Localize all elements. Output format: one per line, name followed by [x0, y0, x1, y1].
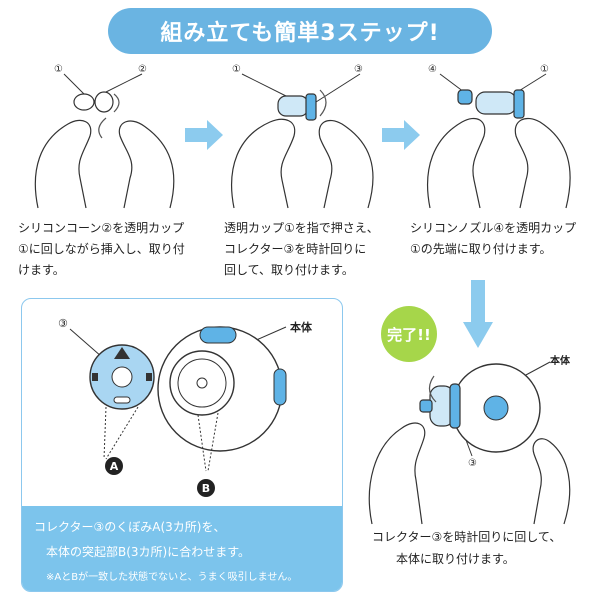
- complete-label-3: ③: [468, 458, 477, 469]
- step-1-illustration: ① ②: [20, 60, 190, 210]
- step-3-label-4: ④: [428, 64, 437, 75]
- marker-b: B: [197, 479, 215, 497]
- step-2-caption-line: 回して、取り付けます。: [224, 263, 354, 277]
- marker-a: A: [105, 457, 123, 475]
- step-3-caption-line: ①の先端に取り付けます。: [410, 242, 552, 256]
- step-2-label-3: ③: [354, 64, 363, 75]
- step-3-caption: シリコンノズル④を透明カップ ①の先端に取り付けます。: [410, 218, 596, 260]
- step-2-caption: 透明カップ①を指で押さえ、 コレクター③を時計回りに 回して、取り付けます。: [224, 218, 394, 281]
- step-3-caption-line: シリコンノズル④を透明カップ: [410, 221, 577, 235]
- step-2-caption-line: コレクター③を時計回りに: [224, 242, 367, 256]
- step-3-illustration: ④ ①: [418, 60, 588, 210]
- step-arrow-2: [382, 120, 420, 150]
- step-1-label-2: ②: [138, 64, 147, 75]
- step-1-caption-line: けます。: [18, 263, 65, 277]
- down-arrow: [463, 280, 493, 348]
- complete-caption: コレクター③を時計回りに回して、 本体に取り付けます。: [372, 526, 592, 570]
- complete-caption-line: 本体に取り付けます。: [396, 552, 515, 566]
- step-1-caption-line: ①に回しながら挿入し、取り付: [18, 242, 185, 256]
- alignment-note: コレクター③のくぼみA(3カ所)を、 本体の突起部B(3カ所)に合わせます。 ※…: [22, 506, 342, 591]
- step-2-illustration: ① ③: [220, 60, 390, 210]
- step-1-label-1: ①: [54, 64, 63, 75]
- step-arrow-1: [185, 120, 223, 150]
- note-line-3: ※AとBが一致した状態でないと、うまく吸引しません。: [46, 572, 298, 583]
- step-1-caption: シリコンコーン②を透明カップ ①に回しながら挿入し、取り付 けます。: [18, 218, 198, 281]
- alignment-panel: ③ 本体 A B コレクター③のくぼみA(3カ所)を、 本体の突起部B(3カ所)…: [21, 298, 343, 592]
- complete-label-body: 本体: [550, 356, 570, 367]
- step-2-label-1: ①: [232, 64, 241, 75]
- completed-hands-icon: [368, 361, 571, 525]
- step-2-hands-icon: [231, 73, 374, 209]
- panel-label-body: 本体: [290, 321, 312, 334]
- step-1-hands-icon: [34, 73, 175, 209]
- complete-badge: 完了!!: [381, 306, 437, 362]
- step-3-hands-icon: [426, 73, 571, 209]
- step-2-caption-line: 透明カップ①を指で押さえ、: [224, 221, 379, 235]
- alignment-diagram-icon: [69, 326, 287, 472]
- completed-illustration: 本体 ③: [364, 346, 594, 526]
- title-banner: 組み立ても簡単3ステップ!: [108, 8, 492, 54]
- step-3-label-1: ①: [540, 64, 549, 75]
- panel-label-3: ③: [58, 317, 68, 330]
- note-line-1: コレクター③のくぼみA(3カ所)を、: [34, 520, 226, 534]
- step-1-caption-line: シリコンコーン②を透明カップ: [18, 221, 185, 235]
- complete-caption-line: コレクター③を時計回りに回して、: [372, 530, 562, 544]
- note-line-2: 本体の突起部B(3カ所)に合わせます。: [46, 545, 251, 559]
